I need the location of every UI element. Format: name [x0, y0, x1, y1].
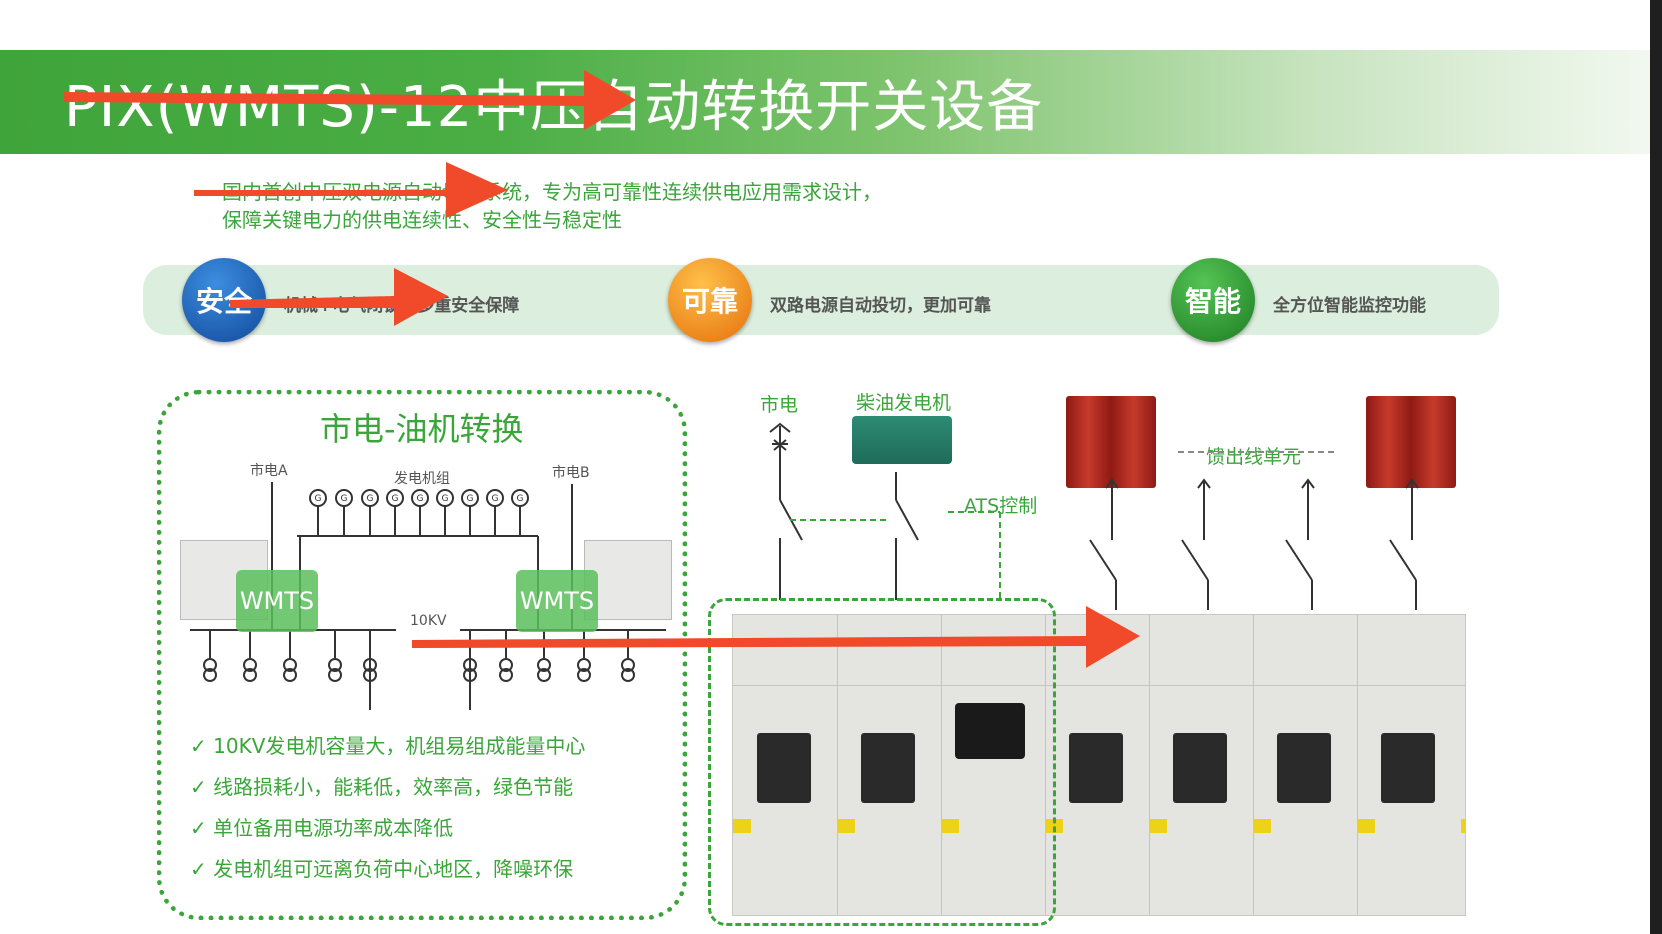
switchgear-lineup — [732, 614, 1466, 916]
gen-g: G — [467, 494, 474, 504]
gen-g: G — [492, 494, 499, 504]
window-edge — [1650, 0, 1662, 934]
check-item: ✓ 10KV发电机容量大，机组易组成能量中心 — [190, 734, 586, 758]
intro-line-2: 保障关键电力的供电连续性、安全性与稳定性 — [222, 208, 622, 232]
gen-g: G — [341, 494, 348, 504]
ats-diagram-lines — [769, 422, 1419, 610]
wmts-box-right: WMTS — [516, 570, 598, 632]
label-genset: 发电机组 — [394, 471, 450, 487]
label-mains: 市电 — [760, 394, 799, 416]
check-icon: ✓ — [190, 734, 207, 758]
label-10kv: 10KV — [410, 613, 447, 629]
arrow-annotation — [64, 70, 636, 130]
feature-smart-text: 全方位智能监控功能 — [1273, 296, 1426, 316]
gen-g: G — [517, 494, 524, 504]
feature-reliable-text: 双路电源自动投切，更加可靠 — [770, 296, 991, 316]
page-title: PIX(WMTS)-12中压自动转换开关设备 — [64, 75, 1044, 140]
gen-g: G — [392, 494, 399, 504]
check-icon: ✓ — [190, 816, 207, 840]
label-mains-b: 市电B — [552, 465, 590, 481]
label-mains-a: 市电A — [250, 463, 288, 479]
diesel-generator-image — [852, 416, 952, 464]
gen-g: G — [417, 494, 424, 504]
gen-g: G — [367, 494, 374, 504]
check-icon: ✓ — [190, 857, 207, 881]
mains-genset-panel — [157, 390, 687, 920]
badge-reliable: 可靠 — [668, 258, 752, 342]
panel-title: 市电-油机转换 — [320, 410, 524, 448]
transformer-image-left — [1066, 396, 1156, 488]
wmts-box-left: WMTS — [236, 570, 318, 632]
transformer-image-right — [1366, 396, 1456, 488]
mini-switchgear-right — [584, 540, 672, 620]
arrow-annotation — [412, 606, 1140, 668]
check-item: ✓ 单位备用电源功率成本降低 — [190, 816, 454, 840]
ats-cabinet-group — [708, 598, 1056, 926]
arrow-annotation — [230, 268, 448, 326]
label-diesel-generator: 柴油发电机 — [856, 392, 952, 414]
gen-g: G — [442, 494, 449, 504]
badge-smart: 智能 — [1171, 258, 1255, 342]
gen-g: G — [315, 494, 322, 504]
check-icon: ✓ — [190, 775, 207, 799]
check-item: ✓ 发电机组可远离负荷中心地区，降噪环保 — [190, 857, 574, 881]
check-item: ✓ 线路损耗小，能耗低，效率高，绿色节能 — [190, 775, 574, 799]
arrow-annotation — [194, 162, 508, 218]
badge-safety: 安全 — [182, 258, 266, 342]
generator-symbols: G G G G G G G G G — [315, 494, 524, 504]
